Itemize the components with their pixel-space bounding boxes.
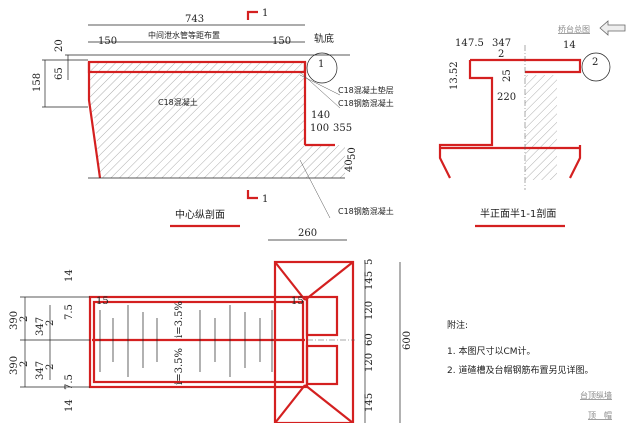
concrete-body	[88, 62, 305, 178]
dim-158: 158	[32, 73, 43, 92]
detail-marker-1	[306, 52, 338, 84]
dim-65: 65	[54, 67, 65, 80]
dim-40: 40	[344, 159, 355, 172]
half-section: 14 7.5 347 2 14 13.52 25 220 2 半正面半1-1剖面	[438, 38, 611, 228]
notes: 附注: 1. 本图尺寸以CM计。 2. 道碴槽及台帽钢筋布置另见详图。	[447, 319, 593, 376]
dim-220: 220	[497, 92, 516, 103]
plan-view: 260 5 145 120 60 120 145 600 390 2 347 2…	[9, 228, 413, 423]
dim-7-5: 7.5	[64, 304, 75, 320]
dim-150: 150	[272, 36, 291, 47]
overview-link-text[interactable]: 桥台总图	[558, 24, 590, 34]
note-1: 1. 本图尺寸以CM计。	[447, 345, 536, 357]
label-rc: C18钢筋混凝土	[338, 98, 394, 108]
half-section-title: 半正面半1-1剖面	[480, 207, 556, 220]
dim-2: 2	[45, 320, 56, 326]
slope-label: i=3.5%	[174, 301, 185, 338]
dim-600: 600	[402, 331, 413, 350]
slope-label: i=3.5%	[174, 348, 185, 385]
detail-number: 2	[592, 57, 598, 68]
section-mark-bottom: 1	[262, 194, 268, 205]
label-cushion: C18混凝土垫层	[338, 85, 394, 95]
dim-2: 2	[498, 49, 504, 60]
arrow-left-icon[interactable]	[599, 20, 626, 36]
drain-note: 中间泄水管等距布置	[148, 30, 220, 40]
dim-390: 390	[9, 356, 20, 375]
dim-2: 2	[19, 361, 30, 367]
dim-347: 347	[492, 38, 511, 49]
cap-link[interactable]: 顶 帽	[588, 410, 612, 420]
dim-14: 14	[64, 269, 75, 282]
label-rc-bottom: C18钢筋混凝土	[338, 206, 394, 216]
rail-base-label: 轨底	[314, 32, 334, 45]
dim-20: 20	[54, 39, 65, 52]
center-section-title: 中心纵剖面	[175, 208, 225, 221]
wall-link[interactable]: 台顶纵墙	[580, 390, 612, 400]
dim-50: 50	[347, 147, 358, 160]
dim-145: 145	[364, 271, 375, 290]
dim-260: 260	[298, 228, 317, 239]
dim-7-5: 7.5	[64, 374, 75, 390]
dim-347: 347	[35, 361, 46, 380]
section-mark-top: 1	[262, 8, 268, 19]
dim-355: 355	[333, 123, 352, 134]
dim-120: 120	[364, 353, 375, 372]
dim-120: 120	[364, 301, 375, 320]
dim-150: 150	[98, 36, 117, 47]
dim-14: 14	[455, 38, 468, 49]
dim-145: 145	[364, 393, 375, 412]
center-section: 743 150 150 中间泄水管等距布置 20 65 158 C18混凝土 轨…	[32, 8, 394, 228]
dim-60: 60	[364, 333, 375, 346]
note-2: 2. 道碴槽及台帽钢筋布置另见详图。	[447, 364, 593, 376]
dim-14: 14	[64, 399, 75, 412]
label-c18-concrete: C18混凝土	[158, 97, 198, 107]
dim-5: 5	[364, 259, 375, 265]
dim-13-52: 13.52	[449, 61, 460, 90]
dim-2: 2	[45, 364, 56, 370]
dim-347: 347	[35, 317, 46, 336]
dim-140: 140	[311, 110, 330, 121]
dim-14: 14	[563, 40, 576, 51]
overview-link[interactable]: 桥台总图	[558, 20, 626, 36]
dim-2: 2	[19, 316, 30, 322]
dim-100: 100	[310, 123, 329, 134]
dim-15: 15	[96, 296, 109, 307]
dim-7-5: 7.5	[468, 38, 484, 49]
dim-15: 15	[291, 296, 304, 307]
notes-heading: 附注:	[447, 319, 468, 331]
dim-743: 743	[185, 14, 204, 25]
detail-number: 1	[318, 59, 324, 70]
dim-390: 390	[9, 311, 20, 330]
detail-marker-2	[581, 52, 611, 82]
dim-25: 25	[502, 69, 513, 82]
